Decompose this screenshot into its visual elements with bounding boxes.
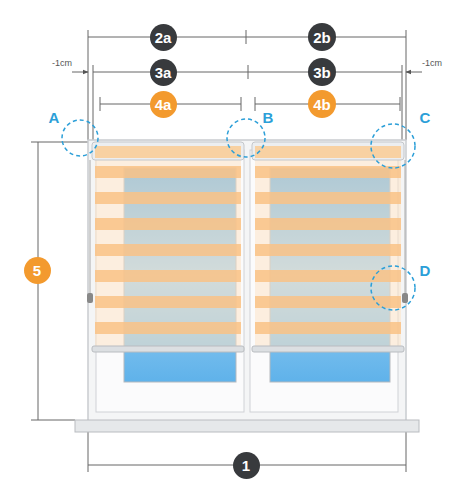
blind-stripe bbox=[95, 244, 241, 256]
callout-number: 4b bbox=[308, 90, 336, 118]
blind-stripe bbox=[95, 270, 241, 282]
blind-stripe bbox=[95, 322, 241, 334]
callout-number: 2b bbox=[308, 23, 336, 51]
blind-stripe bbox=[255, 218, 401, 230]
callout-number: 4a bbox=[150, 91, 177, 118]
dimension-note: -1cm bbox=[422, 59, 442, 68]
callout-number: 5 bbox=[24, 257, 51, 284]
dimension-lines bbox=[31, 30, 422, 472]
detail-letter: C bbox=[420, 110, 431, 125]
blind-stripe bbox=[95, 166, 241, 178]
detail-letter: B bbox=[263, 110, 274, 125]
callout-number: 3b bbox=[308, 58, 336, 86]
callout-text: 4a bbox=[155, 97, 172, 112]
dimension-note: -1cm bbox=[52, 59, 72, 68]
detail-circles bbox=[62, 119, 415, 310]
callout-text: 2b bbox=[313, 30, 331, 45]
blind-stripe bbox=[255, 244, 401, 256]
blind-stripe bbox=[95, 296, 241, 308]
callout-text: 3b bbox=[313, 65, 331, 80]
callout-number: 2a bbox=[150, 24, 177, 51]
callout-text: 4b bbox=[313, 97, 331, 112]
callout-text: 5 bbox=[33, 263, 41, 278]
callout-text: 2a bbox=[155, 30, 172, 45]
callout-number: 1 bbox=[233, 452, 260, 479]
blind-stripe bbox=[95, 218, 241, 230]
zebra-blind bbox=[95, 160, 401, 350]
callout-text: 3a bbox=[155, 65, 172, 80]
blind-stripe bbox=[255, 192, 401, 204]
blind-stripe bbox=[255, 166, 401, 178]
blind-stripe bbox=[95, 192, 241, 204]
detail-letter: A bbox=[49, 110, 60, 125]
blind-stripe bbox=[255, 296, 401, 308]
callout-text: 1 bbox=[242, 458, 250, 473]
blind-stripe bbox=[255, 322, 401, 334]
callout-number: 3a bbox=[150, 59, 177, 86]
detail-letter: D bbox=[420, 263, 431, 278]
